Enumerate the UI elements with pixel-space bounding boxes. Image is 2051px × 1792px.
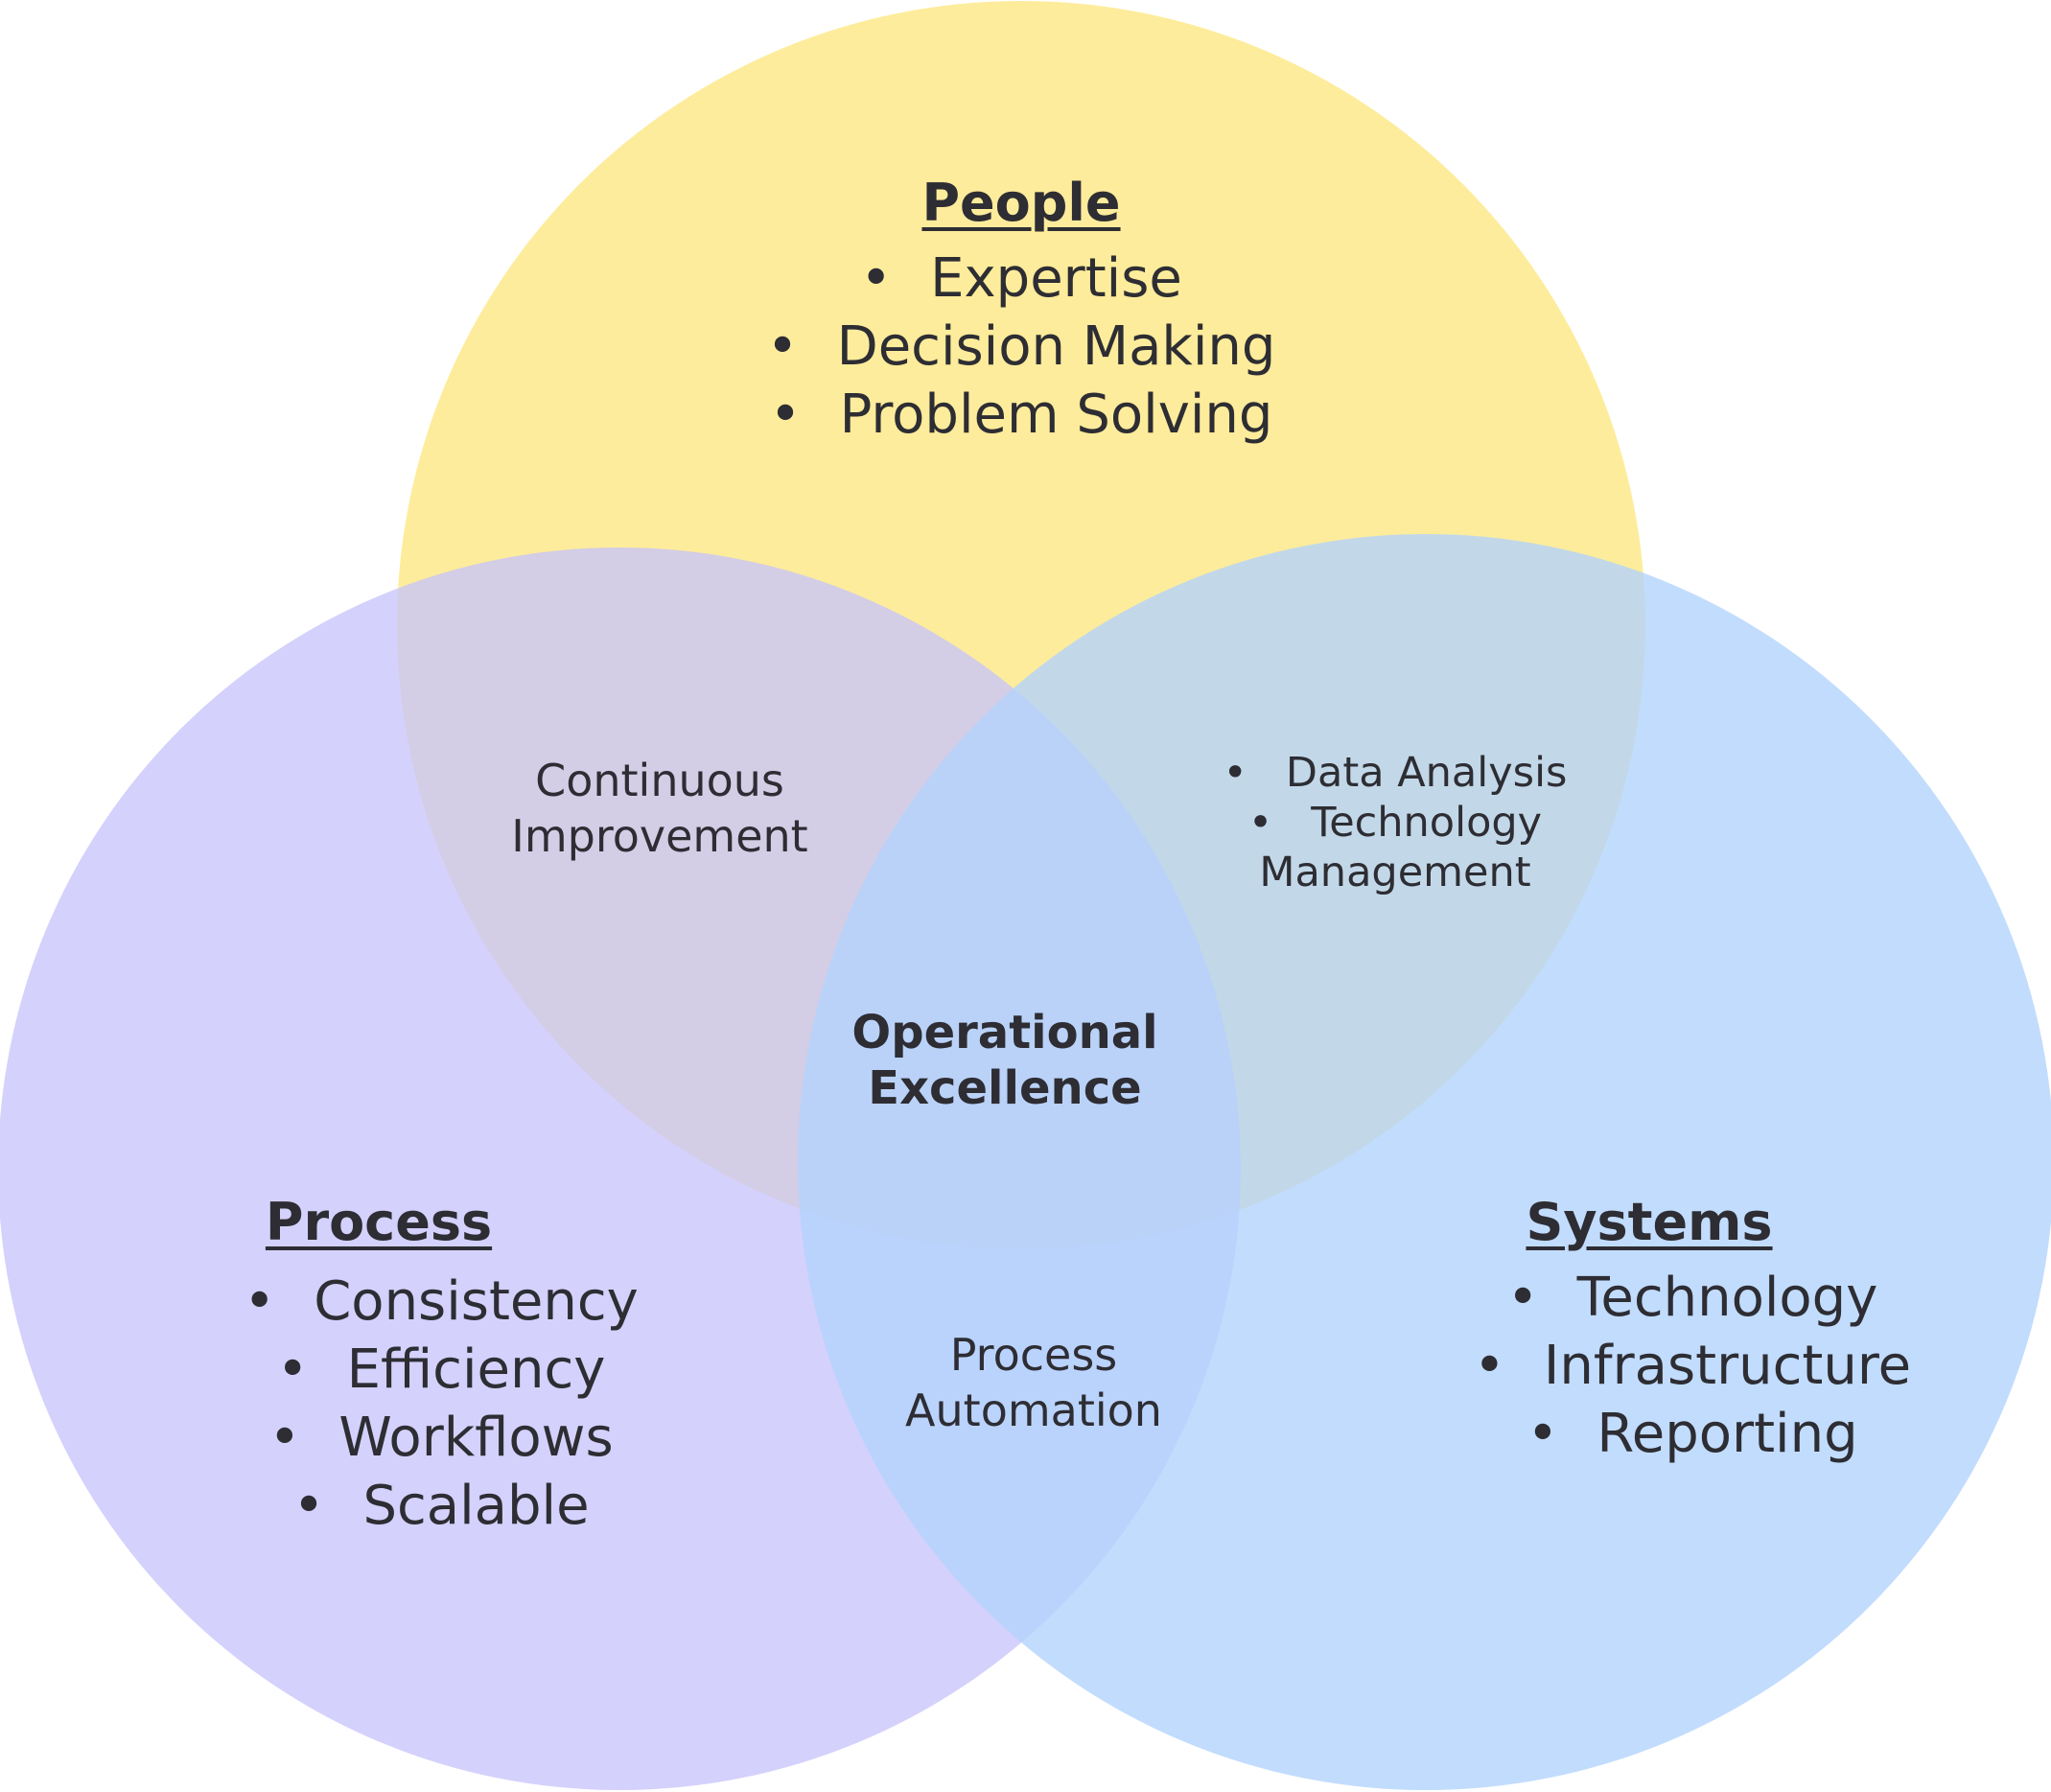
systems-item-reporting: Reporting [1438, 1400, 1946, 1468]
overlap-item-data-analysis: Data Analysis [1165, 748, 1625, 798]
people-title: People [921, 173, 1121, 233]
process-automation-label: Process Automation [842, 1327, 1225, 1438]
process-item-scalable: Scalable [187, 1472, 695, 1540]
systems-item-technology: Technology [1438, 1264, 1946, 1332]
systems-list-wrap: Technology Infrastructure Reporting [1438, 1264, 1946, 1468]
people-item-expertise: Expertise [734, 244, 1309, 313]
process-item-efficiency: Efficiency [187, 1336, 695, 1404]
center-line2: Excellence [868, 1061, 1142, 1115]
center-line1: Operational [851, 1006, 1158, 1059]
process-item-workflows: Workflows [187, 1404, 695, 1472]
process-section: Process [139, 1192, 618, 1254]
people-list-wrap: Expertise Decision Making Problem Solvin… [734, 244, 1309, 449]
overlap-process-systems-line1: Process [949, 1329, 1118, 1381]
overlap-process-systems-line2: Automation [905, 1385, 1162, 1436]
process-title: Process [265, 1192, 493, 1252]
systems-title: Systems [1526, 1192, 1773, 1252]
overlap-item-technology-management: Technology Management [1237, 798, 1553, 897]
people-systems-overlap: Data Analysis Technology Management [1165, 748, 1625, 897]
people-list: Expertise Decision Making Problem Solvin… [734, 244, 1309, 449]
overlap-people-process-line2: Improvement [511, 810, 808, 862]
operational-excellence-label: Operational Excellence [813, 1005, 1197, 1116]
people-item-decision-making: Decision Making [734, 313, 1309, 381]
systems-list: Technology Infrastructure Reporting [1438, 1264, 1946, 1468]
process-item-consistency: Consistency [187, 1268, 695, 1336]
systems-item-infrastructure: Infrastructure [1438, 1332, 1946, 1400]
overlap-people-process-line1: Continuous [535, 755, 784, 806]
people-systems-list: Data Analysis Technology Management [1165, 748, 1625, 897]
systems-circle [798, 534, 2051, 1790]
people-item-problem-solving: Problem Solving [734, 381, 1309, 449]
systems-section: Systems [1410, 1192, 1889, 1254]
process-list: Consistency Efficiency Workflows Scalabl… [187, 1268, 695, 1540]
people-section: People [734, 173, 1309, 235]
process-list-wrap: Consistency Efficiency Workflows Scalabl… [187, 1268, 695, 1540]
continuous-improvement-label: Continuous Improvement [458, 753, 861, 864]
